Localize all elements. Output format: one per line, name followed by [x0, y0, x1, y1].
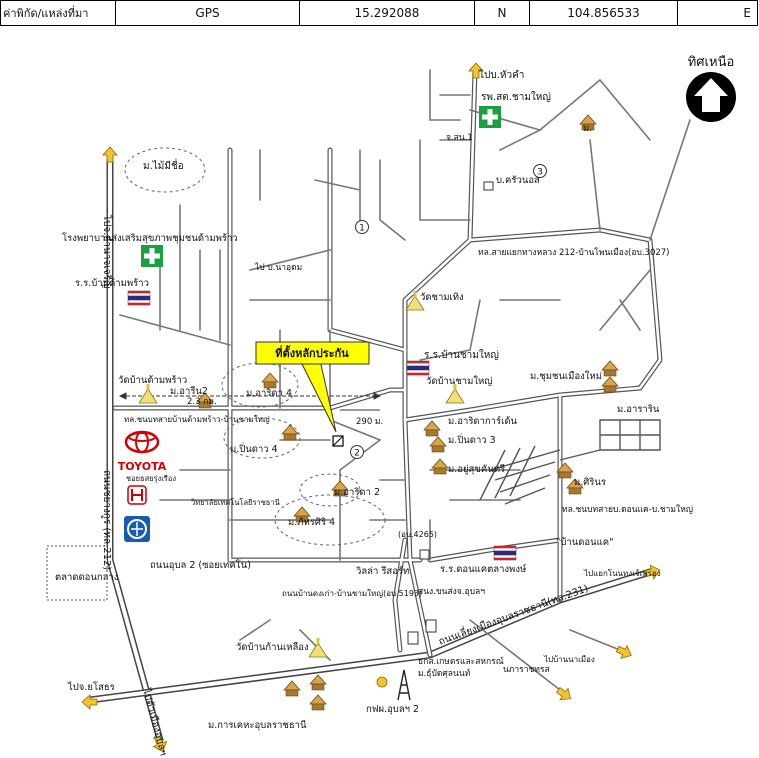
north-arrow-icon	[686, 72, 736, 122]
longitude-direction: E	[677, 0, 758, 26]
building-icon	[425, 619, 437, 633]
hospital-icon	[141, 245, 163, 267]
svg-text:ม.ภัทรศิริ 4: ม.ภัทรศิริ 4	[288, 517, 335, 528]
subdivision-grids	[479, 419, 661, 505]
distance-line	[118, 392, 382, 411]
building-icon	[483, 181, 494, 191]
north-label: ทิศเหนือ	[688, 54, 735, 70]
coordinate-source: GPS	[115, 0, 299, 26]
svg-text:ม.ปิ่นดาว 3: ม.ปิ่นดาว 3	[448, 433, 496, 446]
svg-text:ทล.ชนบทสายบ.ดอนแค-บ.ชามใหญ่: ทล.ชนบทสายบ.ดอนแค-บ.ชามใหญ่	[562, 504, 693, 515]
svg-text:ม.: ม.	[583, 123, 592, 134]
svg-text:ม.อาริดา 2: ม.อาริดา 2	[334, 487, 380, 498]
svg-text:นภาราชทรส: นภาราชทรส	[503, 665, 550, 675]
toyota-logo	[124, 430, 160, 454]
svg-text:ถนนอุบล 2 (ซอยเทคโน): ถนนอุบล 2 (ซอยเทคโน)	[150, 559, 251, 571]
village-boundaries	[124, 147, 386, 546]
latitude-direction: N	[474, 0, 529, 26]
svg-text:ม.การเคหะอุบลราชธานี: ม.การเคหะอุบลราชธานี	[208, 719, 307, 731]
svg-text:ตลาดดอนกลาง: ตลาดดอนกลาง	[55, 572, 118, 583]
svg-text:ธกส.เกษตรและสหกรณ์: ธกส.เกษตรและสหกรณ์	[418, 656, 504, 667]
svg-text:ถนนบ้านดงเก่า-บ้านชามใหญ่(อบ.5: ถนนบ้านดงเก่า-บ้านชามใหญ่(อบ.5193)	[282, 589, 422, 598]
svg-text:ม.ศิรินร: ม.ศิรินร	[574, 477, 606, 488]
svg-text:รพ.สต.ชามใหญ่: รพ.สต.ชามใหญ่	[481, 91, 551, 103]
svg-text:ม.ธุ์บัดศุลนนท์: ม.ธุ์บัดศุลนนท์	[418, 668, 471, 679]
label-road-212-vertical: ถนนชยางกูร (ทล.212)	[101, 470, 112, 570]
direction-arrow-icon	[614, 642, 635, 663]
place-labels: ไปบ.หัวคำ รพ.สต.ชามใหญ่ จ.สน.1 บ.ครัวนอส…	[55, 69, 693, 731]
svg-text:จ.สน.1: จ.สน.1	[446, 133, 473, 143]
svg-text:"บ้านดอนแค": "บ้านดอนแค"	[556, 537, 613, 548]
svg-text:ไปบ.หัวคำ: ไปบ.หัวคำ	[478, 69, 524, 81]
toyota-brand: TOYOTA	[118, 460, 167, 473]
callout-label: ที่ตั้งหลักประกัน	[275, 345, 349, 360]
svg-text:290 ม.: 290 ม.	[356, 417, 383, 427]
svg-text:ไป บ.นาอุดม: ไป บ.นาอุดม	[254, 262, 302, 273]
svg-text:2: 2	[354, 449, 360, 459]
svg-text:2.3 กม.: 2.3 กม.	[187, 397, 217, 407]
svg-text:(อบ.4265): (อบ.4265)	[398, 530, 437, 539]
highway-212	[106, 156, 164, 744]
label-road-212-nw: ไปจ.อำนาจเจริญ	[101, 214, 113, 289]
circle-markers: 1 2 3	[350, 164, 547, 459]
svg-text:วัดบ้านด้ามพร้าว: วัดบ้านด้ามพร้าว	[118, 375, 187, 386]
collateral-location-marker	[332, 435, 344, 447]
coordinate-label: ค่าพิกัด/แหล่งที่มา	[0, 0, 115, 26]
svg-text:วิทยาลัยเทคโนโลยีราชธานี: วิทยาลัยเทคโนโลยีราชธานี	[190, 498, 279, 507]
svg-text:วัดชามเทิง: วัดชามเทิง	[420, 292, 464, 303]
svg-text:ม.อาริดาการ์เด้น: ม.อาริดาการ์เด้น	[448, 415, 518, 427]
svg-text:ม.อาริดา 4: ม.อาริดา 4	[246, 388, 292, 399]
collateral-callout: ที่ตั้งหลักประกัน	[255, 341, 370, 433]
market-area	[46, 545, 108, 601]
svg-text:ม.อาราริน: ม.อาราริน	[617, 404, 660, 415]
tower-icon	[376, 669, 411, 701]
svg-text:สนง.ขนส่งจ.อุบลฯ: สนง.ขนส่งจ.อุบลฯ	[418, 587, 485, 597]
coordinate-header: ค่าพิกัด/แหล่งที่มา GPS 15.292088 N 104.…	[0, 0, 758, 26]
highway-231	[86, 568, 654, 704]
svg-text:3: 3	[537, 168, 543, 178]
location-map: 1 2 3 ที่ตั้งหลักประกัน ทิศเหนือ TOYOTA	[46, 54, 736, 757]
building-icon	[419, 549, 430, 560]
svg-text:ทล.สายแยกทางหลวง 212-บ้านโพนเม: ทล.สายแยกทางหลวง 212-บ้านโพนเมือง(อบ.302…	[478, 247, 670, 258]
latitude-value: 15.292088	[299, 0, 474, 26]
svg-text:ร.ร.บ้านด้ามพร้าว: ร.ร.บ้านด้ามพร้าว	[75, 278, 149, 289]
direction-arrow-icon	[102, 146, 118, 163]
svg-text:ม.อยู่สุขคันทรี: ม.อยู่สุขคันทรี	[448, 463, 505, 475]
svg-text:บ.ครัวนอส: บ.ครัวนอส	[496, 175, 540, 186]
svg-text:ม.ไม้มีชื่อ: ม.ไม้มีชื่อ	[143, 158, 184, 172]
svg-text:วิลล่า รีสอร์ท: วิลล่า รีสอร์ท	[355, 565, 409, 577]
svg-text:ไปบ้านนาเมือง: ไปบ้านนาเมือง	[543, 655, 595, 664]
svg-text:วัดบ้านก้านเหลือง: วัดบ้านก้านเหลือง	[236, 642, 309, 653]
svg-text:1: 1	[359, 224, 365, 234]
school-flag-icon	[406, 360, 430, 376]
svg-text:โรงพยาบาลส่งเสริมสุขภาพชุมชนด้: โรงพยาบาลส่งเสริมสุขภาพชุมชนด้ามพร้าว	[62, 232, 238, 244]
longitude-value: 104.856533	[529, 0, 677, 26]
svg-text:วัดบ้านชามใหญ่: วัดบ้านชามใหญ่	[426, 375, 492, 387]
svg-text:ไปแยกโนนทงเจ้เพรอง: ไปแยกโนนทงเจ้เพรอง	[583, 568, 661, 578]
svg-text:ชอยธสยรุ่งเรือง: ชอยธสยรุ่งเรือง	[126, 474, 176, 483]
svg-text:ม.ปิ่นดาว 4: ม.ปิ่นดาว 4	[230, 442, 278, 455]
svg-text:กฟผ.อุบลฯ 2: กฟผ.อุบลฯ 2	[366, 704, 419, 715]
building-icon	[407, 631, 419, 645]
svg-text:ร.ร.บ้านชามใหญ่: ร.ร.บ้านชามใหญ่	[424, 349, 499, 361]
bank-logo	[124, 516, 150, 542]
svg-text:ไปจ.ยโสธร: ไปจ.ยโสธร	[67, 681, 115, 693]
svg-text:ร.ร.ดอนแคตลางพงษ์: ร.ร.ดอนแคตลางพงษ์	[440, 563, 526, 575]
svg-text:ม.อารีน2: ม.อารีน2	[170, 385, 208, 397]
hospital-icon	[479, 106, 501, 128]
temple-icon	[138, 383, 158, 404]
svg-text:ม.ชุมชนเมืองใหม่: ม.ชุมชนเมืองใหม่	[530, 370, 602, 382]
honda-logo	[127, 485, 147, 505]
school-flag-icon	[127, 290, 151, 306]
school-flag-icon	[493, 545, 517, 561]
svg-text:ทล.ชนบทสายบ้านด้ามพร้าว-บ้านชา: ทล.ชนบทสายบ้านด้ามพร้าว-บ้านชามใหญ่	[124, 415, 270, 424]
